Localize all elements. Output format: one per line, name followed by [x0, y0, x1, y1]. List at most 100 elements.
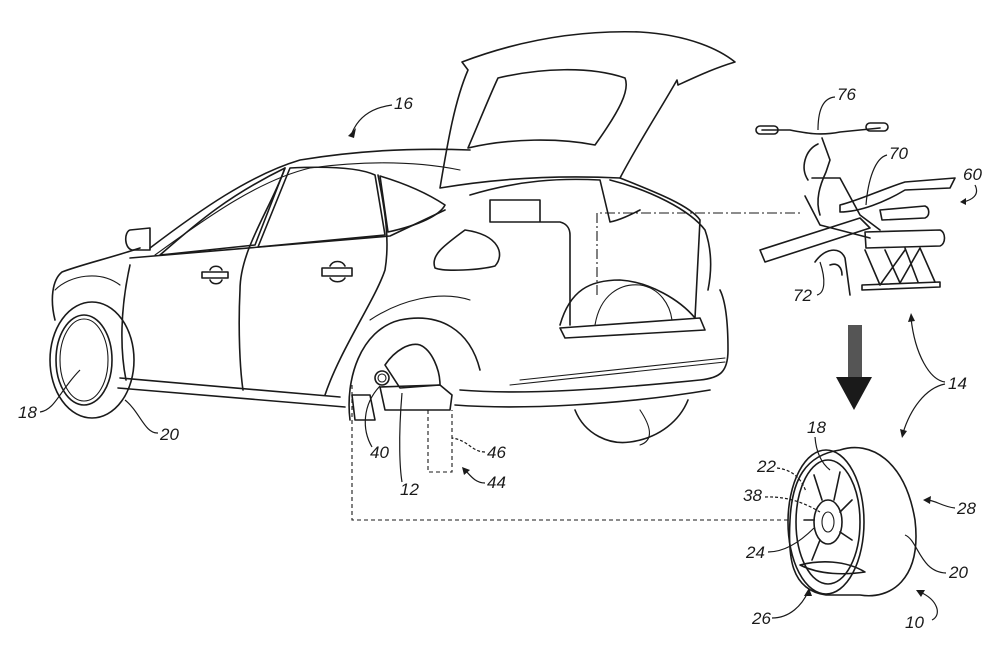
- down-arrow-head: [836, 377, 872, 410]
- leader-26: [771, 591, 809, 619]
- ref-46: 46: [487, 443, 506, 462]
- support-bracket: [379, 384, 453, 411]
- leader-70: [865, 154, 888, 206]
- quarter-window: [379, 175, 446, 233]
- connector-cargo-to-device: [596, 212, 800, 295]
- leader-20-wheel: [904, 534, 947, 574]
- leader-18-car: [39, 369, 81, 413]
- mud-flap: [351, 394, 376, 421]
- leader-14-up: [910, 317, 946, 383]
- taillight: [433, 229, 501, 271]
- cargo-floor: [559, 317, 706, 339]
- leader-16: [351, 104, 393, 134]
- cargo-pillar: [469, 178, 641, 223]
- connector-hub-to-wheel: [351, 385, 790, 521]
- ref-14: 14: [948, 374, 967, 393]
- mobility-device: [755, 122, 956, 296]
- leader-16-arrowhead: [348, 128, 356, 138]
- ref-18-car: 18: [18, 403, 37, 422]
- leader-12: [399, 392, 403, 483]
- steering-cable: [803, 143, 819, 181]
- tailgate-window: [467, 68, 627, 149]
- ref-60: 60: [963, 165, 982, 184]
- leader-60-arrowhead: [960, 198, 966, 205]
- ref-22: 22: [756, 457, 776, 476]
- leader-26-arrowhead: [804, 588, 812, 596]
- jack-stand-46: [427, 410, 453, 473]
- front-hub-inner: [59, 318, 109, 402]
- wheel-rim-outer: [787, 449, 865, 595]
- ref-70: 70: [889, 144, 908, 163]
- wheel-motor-38: [813, 499, 843, 545]
- vehicle-hood: [51, 247, 141, 321]
- vehicle: [49, 30, 736, 473]
- rear-bumper-lower: [454, 389, 711, 408]
- leader-10: [919, 591, 938, 621]
- cargo-side-panel: [489, 199, 571, 326]
- spare-wheel-under: [574, 399, 689, 444]
- leader-44: [464, 469, 486, 484]
- leader-22: [776, 467, 807, 493]
- handlebar-grip-right: [865, 122, 889, 132]
- leader-44-arrowhead: [462, 467, 470, 475]
- front-fender-arch: [54, 275, 121, 291]
- vehicle-sill: [117, 377, 346, 408]
- ref-18-wheel: 18: [807, 418, 826, 437]
- wheel-axle-24: [821, 511, 835, 533]
- side-mirror: [124, 227, 151, 251]
- leader-46: [451, 437, 486, 453]
- rear-hatch-frame: [609, 179, 712, 291]
- ref-38: 38: [743, 486, 762, 505]
- device-tube-front: [864, 229, 946, 249]
- device-seat-70: [839, 177, 956, 213]
- ref-76: 76: [837, 85, 856, 104]
- leader-28: [926, 499, 956, 509]
- leader-14-down-arrowhead: [900, 429, 907, 438]
- wheel-tire-20: [788, 446, 917, 597]
- wheel-rim-22: [795, 459, 861, 585]
- door-split-line: [238, 167, 286, 391]
- ref-20-wheel: 20: [948, 563, 968, 582]
- ref-72: 72: [793, 286, 812, 305]
- device-leg-72: [814, 249, 851, 296]
- reference-numerals: 16 18 20 40 12 46 44 76 70 60 72 14 18 2…: [18, 85, 982, 632]
- leader-40: [364, 385, 381, 448]
- leader-lines: [39, 96, 978, 621]
- wheel-spokes: [803, 471, 853, 561]
- wheel-footrest: [799, 561, 866, 575]
- device-struts: [864, 247, 936, 286]
- leader-14-down: [902, 383, 946, 434]
- hub-connector-inner: [377, 373, 387, 383]
- cargo-opening: [559, 177, 701, 326]
- front-hub: [55, 314, 113, 406]
- hub-connector: [374, 370, 390, 386]
- rear-door-window: [257, 166, 386, 248]
- ref-16: 16: [394, 94, 413, 113]
- spare-wheel-under-inner: [639, 409, 650, 446]
- device-skid: [861, 281, 941, 291]
- rear-wheel-arch: [348, 317, 481, 421]
- rear-bumper: [459, 289, 729, 393]
- steering-column: [817, 137, 831, 216]
- rear-door-handle: [321, 260, 353, 283]
- ref-44: 44: [487, 473, 506, 492]
- vehicle-roof-line: [149, 148, 471, 249]
- down-arrow-shaft: [848, 325, 862, 377]
- leader-38: [764, 496, 821, 513]
- leader-10-arrowhead: [916, 590, 925, 597]
- vehicle-beltline: [129, 209, 446, 259]
- leader-72: [816, 261, 825, 296]
- device-tube-left: [759, 217, 871, 263]
- leader-28-arrowhead: [923, 496, 931, 504]
- handlebar: [761, 127, 881, 135]
- front-door-handle: [201, 265, 229, 285]
- rear-door-edge: [324, 174, 388, 396]
- wheel-assembly: [787, 446, 917, 597]
- rear-quarter-line: [369, 295, 471, 321]
- leader-18-wheel: [814, 436, 831, 471]
- rear-bumper-crease: [509, 357, 726, 386]
- leader-76: [817, 96, 836, 131]
- ref-20-car: 20: [159, 425, 179, 444]
